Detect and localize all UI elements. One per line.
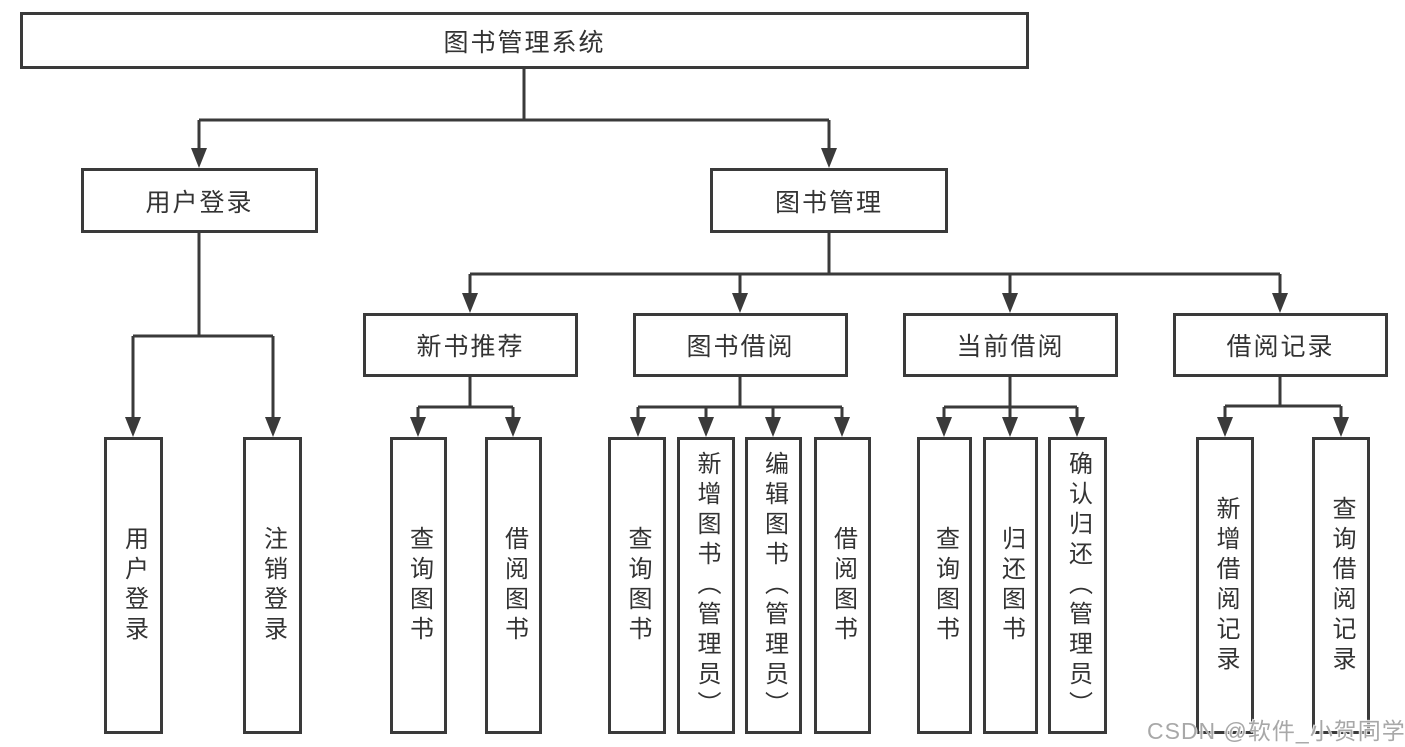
- arrowhead-icon: [1272, 293, 1288, 313]
- connector-new-book-recommend: [416, 377, 515, 419]
- arrowhead-icon: [698, 417, 714, 437]
- arrowhead-icon: [821, 148, 837, 168]
- node-borrow-records: 借阅记录: [1173, 313, 1388, 377]
- leaf-edit-book-admin: 编辑图书（管理员）: [745, 437, 802, 734]
- leaf-confirm-return-admin: 确认归还（管理员）: [1048, 437, 1107, 734]
- csdn-watermark: CSDN @软件_小贺同学: [1147, 718, 1405, 744]
- arrowhead-icon: [936, 417, 952, 437]
- leaf-query-borrow-record-label: 查询借阅记录: [1328, 495, 1355, 676]
- leaf-add-borrow-record: 新增借阅记录: [1196, 437, 1254, 734]
- arrowhead-icon: [410, 417, 426, 437]
- leaf-query-book-borrow: 查询图书: [608, 437, 666, 734]
- arrowhead-icon: [125, 417, 141, 437]
- arrowhead-icon: [630, 417, 646, 437]
- arrowhead-icon: [1217, 417, 1233, 437]
- leaf-borrow-book: 借阅图书: [814, 437, 871, 734]
- leaf-query-book-current-label: 查询图书: [931, 525, 959, 646]
- leaf-add-book-admin: 新增图书（管理员）: [677, 437, 735, 734]
- node-new-book-recommend: 新书推荐: [363, 313, 578, 377]
- connector-borrow-records: [1223, 377, 1343, 419]
- node-root-library-system: 图书管理系统: [20, 12, 1029, 69]
- connector-book-management: [468, 233, 1282, 295]
- leaf-query-borrow-record: 查询借阅记录: [1312, 437, 1370, 734]
- arrowhead-icon: [462, 293, 478, 313]
- connector-book-borrow: [636, 377, 844, 419]
- connector-line-group: [131, 69, 1343, 419]
- leaf-query-book-borrow-label: 查询图书: [624, 525, 651, 646]
- node-current-borrow: 当前借阅: [903, 313, 1118, 377]
- leaf-user-login-label: 用户登录: [120, 525, 148, 646]
- node-user-login: 用户登录: [81, 168, 318, 233]
- leaf-return-book-label: 归还图书: [997, 525, 1025, 646]
- node-book-management: 图书管理: [710, 168, 948, 233]
- leaf-query-book-recommend-label: 查询图书: [405, 525, 433, 646]
- leaf-user-login: 用户登录: [104, 437, 163, 734]
- leaf-add-book-admin-label: 新增图书（管理员）: [693, 450, 720, 721]
- arrowhead-group: [125, 148, 1349, 437]
- arrowhead-icon: [765, 417, 781, 437]
- connector-user-login: [131, 233, 275, 419]
- leaf-borrow-book-recommend-label: 借阅图书: [500, 525, 528, 646]
- arrowhead-icon: [1002, 417, 1018, 437]
- arrowhead-icon: [1333, 417, 1349, 437]
- node-book-borrow: 图书借阅: [633, 313, 848, 377]
- arrowhead-icon: [265, 417, 281, 437]
- leaf-logout: 注销登录: [243, 437, 302, 734]
- leaf-query-book-recommend: 查询图书: [390, 437, 447, 734]
- arrowhead-icon: [732, 293, 748, 313]
- arrowhead-icon: [1002, 293, 1018, 313]
- connector-current-borrow: [942, 377, 1079, 419]
- leaf-logout-label: 注销登录: [259, 525, 287, 646]
- leaf-borrow-book-label: 借阅图书: [829, 525, 857, 646]
- leaf-query-book-current: 查询图书: [917, 437, 972, 734]
- arrowhead-icon: [191, 148, 207, 168]
- arrowhead-icon: [505, 417, 521, 437]
- leaf-borrow-book-recommend: 借阅图书: [485, 437, 542, 734]
- leaf-add-borrow-record-label: 新增借阅记录: [1212, 495, 1239, 676]
- leaf-edit-book-admin-label: 编辑图书（管理员）: [760, 450, 788, 721]
- arrowhead-icon: [834, 417, 850, 437]
- arrowhead-icon: [1069, 417, 1085, 437]
- connector-root: [197, 69, 831, 150]
- leaf-return-book: 归还图书: [983, 437, 1038, 734]
- leaf-confirm-return-admin-label: 确认归还（管理员）: [1064, 450, 1092, 721]
